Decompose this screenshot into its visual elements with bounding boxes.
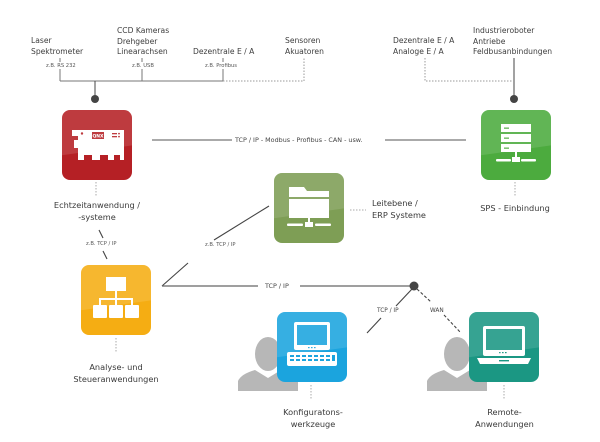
server-rack-icon bbox=[496, 124, 536, 162]
bus-left-junction bbox=[91, 95, 99, 103]
source-dezentrale-analog: Dezentrale E / A Analoge E / A bbox=[393, 36, 455, 56]
link-analysis-erp-lower bbox=[161, 262, 189, 287]
hierarchy-icon bbox=[93, 277, 139, 318]
hub-junction bbox=[409, 281, 419, 291]
link-realtime-analysis-lower bbox=[102, 250, 108, 260]
fieldbus-label: TCP / IP - Modbus - Profibus - CAN - usw… bbox=[232, 136, 366, 144]
link-hub-remote-lower bbox=[443, 314, 462, 334]
node-config[interactable] bbox=[277, 312, 347, 382]
source-dezentrale: Dezentrale E / A bbox=[193, 47, 255, 56]
link-analysis-hub-label: TCP / IP bbox=[262, 282, 292, 290]
interface-rs232: z.B. RS 232 bbox=[46, 63, 76, 69]
source-laser: Laser Spektrometer bbox=[31, 36, 84, 56]
laptop-icon bbox=[477, 326, 531, 364]
caption-remote: Remote- Anwendungen bbox=[475, 407, 534, 429]
desktop-terminal-icon bbox=[287, 322, 337, 366]
bus-right-dotted bbox=[424, 58, 513, 82]
node-analysis[interactable] bbox=[81, 265, 151, 335]
source-industrieroboter: Industrieroboter Antriebe Feldbusanbindu… bbox=[473, 26, 553, 56]
interface-profibus: z.B. Profibus bbox=[205, 63, 238, 69]
link-hub-remote-label: WAN bbox=[430, 308, 444, 314]
network-folder-icon bbox=[287, 187, 331, 227]
link-analysis-erp-upper bbox=[213, 205, 270, 241]
caption-erp: Leitebene / ERP Systeme bbox=[372, 198, 426, 220]
link-hub-config-lower bbox=[366, 317, 382, 334]
caption-analysis: Analyse- und Steueranwendungen bbox=[73, 362, 159, 384]
node-sps[interactable] bbox=[481, 110, 551, 180]
link-realtime-analysis-upper bbox=[98, 229, 104, 239]
caption-sps: SPS - Einbindung bbox=[480, 203, 550, 213]
pci-card-icon: QNX bbox=[72, 130, 124, 160]
caption-config: Konfiguratons- werkzeuge bbox=[283, 407, 343, 429]
link-hub-config-upper bbox=[395, 288, 413, 307]
link-hub-config-label: TCP / IP bbox=[377, 308, 399, 314]
source-sensoren: Sensoren Akuatoren bbox=[285, 36, 324, 56]
link-hub-remote-upper bbox=[416, 288, 432, 303]
link-analysis-erp-label: z.B. TCP / IP bbox=[205, 242, 236, 248]
source-ccd: CCD Kameras Drehgeber Linearachsen bbox=[117, 26, 170, 56]
bus-right-junction bbox=[510, 95, 518, 103]
node-erp[interactable] bbox=[274, 173, 344, 243]
node-realtime[interactable]: QNX bbox=[62, 110, 132, 180]
link-realtime-analysis-label: z.B. TCP / IP bbox=[86, 241, 117, 247]
bus-sensoren-dotted bbox=[223, 58, 305, 82]
qnx-badge: QNX bbox=[92, 134, 104, 140]
interface-usb: z.B. USB bbox=[132, 63, 154, 69]
caption-realtime: Echtzeitanwendung / -systeme bbox=[53, 200, 141, 222]
node-remote[interactable] bbox=[469, 312, 539, 382]
